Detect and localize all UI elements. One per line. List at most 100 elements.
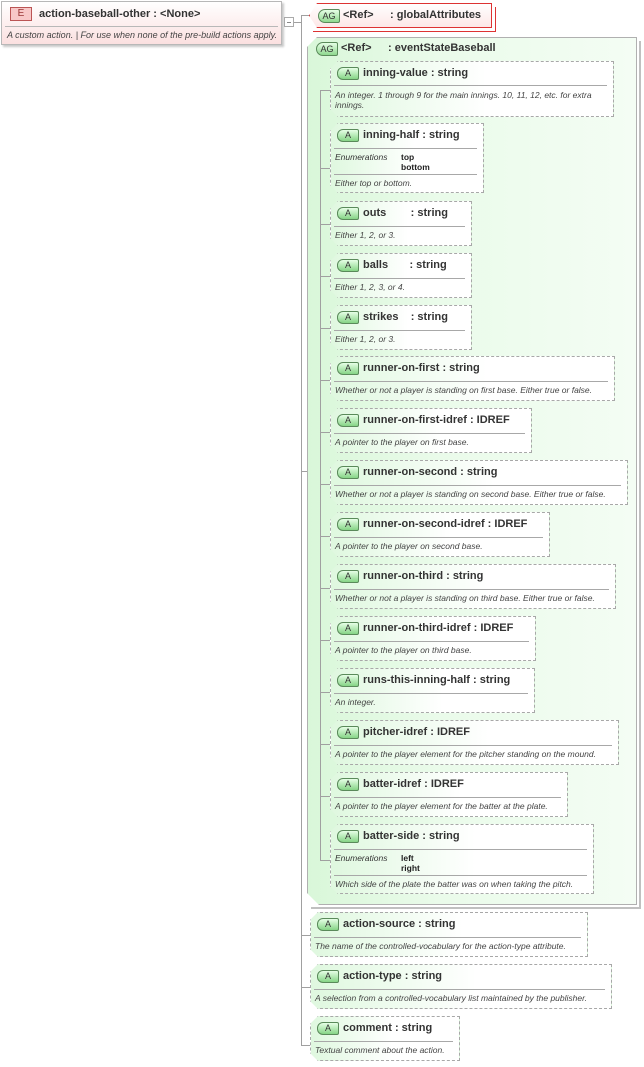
connector-trunk <box>301 15 302 1045</box>
attribute-icon: A <box>317 918 339 931</box>
attribute-runner-on-second[interactable]: A runner-on-second : string Whether or n… <box>330 460 628 505</box>
divider <box>334 330 465 331</box>
attribute-name: inning-half : string <box>363 129 460 141</box>
attribute-icon: A <box>317 970 339 983</box>
shadow <box>313 7 496 32</box>
divider <box>334 745 612 746</box>
attribute-name: batter-side : string <box>363 830 460 842</box>
connector-line <box>320 536 330 537</box>
attribute-description: A pointer to the player on first base. <box>335 437 469 447</box>
connector-line <box>301 987 311 988</box>
connector-line <box>301 935 311 936</box>
attribute-name: runner-on-first : string <box>363 362 480 374</box>
attribute-icon: A <box>337 726 359 739</box>
attribute-description: Textual comment about the action. <box>315 1045 445 1055</box>
element-description: A custom action. | For use when none of … <box>7 30 277 40</box>
attribute-name: comment : string <box>343 1022 433 1034</box>
attribute-group-global-attributes[interactable]: AG <Ref> : globalAttributes <box>309 3 492 28</box>
attribute-name: pitcher-idref : IDREF <box>363 726 470 738</box>
element-title: action-baseball-other : <None> <box>39 8 201 20</box>
divider <box>334 641 529 642</box>
attribute-description: Either 1, 2, or 3. <box>335 334 396 344</box>
ref-label: <Ref> <box>343 9 374 21</box>
connector-line <box>320 484 330 485</box>
divider <box>314 937 581 938</box>
attribute-name: runs-this-inning-half : string <box>363 674 511 686</box>
attribute-name: runner-on-second : string <box>363 466 498 478</box>
enumeration-values: top bottom <box>401 152 430 172</box>
attribute-icon: A <box>337 570 359 583</box>
attribute-description: A pointer to the player on second base. <box>335 541 483 551</box>
element-header: E action-baseball-other : <None> <box>6 6 200 22</box>
divider <box>334 537 543 538</box>
attribute-description: The name of the controlled-vocabulary fo… <box>315 941 566 951</box>
attribute-name: runner-on-second-idref : IDREF <box>363 518 528 530</box>
attribute-description: Whether or not a player is standing on f… <box>335 385 593 395</box>
attribute-description: A pointer to the player element for the … <box>335 749 596 759</box>
element-icon: E <box>10 7 32 21</box>
connector-line <box>320 860 330 861</box>
attribute-icon: A <box>337 362 359 375</box>
connector-line <box>320 90 330 91</box>
divider <box>314 989 605 990</box>
attribute-runner-on-second-idref[interactable]: A runner-on-second-idref : IDREF A point… <box>330 512 550 557</box>
attribute-icon: A <box>337 466 359 479</box>
enum-value: bottom <box>401 162 430 172</box>
attribute-outs[interactable]: A outs : string Either 1, 2, or 3. <box>330 201 472 246</box>
attribute-runner-on-first-idref[interactable]: A runner-on-first-idref : IDREF A pointe… <box>330 408 532 453</box>
attribute-batter-side[interactable]: A batter-side : string Enumerations left… <box>330 824 594 894</box>
attribute-description: A pointer to the player on third base. <box>335 645 472 655</box>
attribute-description: Whether or not a player is standing on t… <box>335 593 595 603</box>
attribute-action-type[interactable]: A action-type : string A selection from … <box>310 964 612 1009</box>
divider <box>334 278 465 279</box>
attribute-runner-on-third-idref[interactable]: A runner-on-third-idref : IDREF A pointe… <box>330 616 536 661</box>
divider <box>334 797 561 798</box>
attribute-group-icon: AG <box>318 9 340 23</box>
attribute-group-icon: AG <box>316 42 338 56</box>
attribute-icon: A <box>337 518 359 531</box>
divider <box>334 693 528 694</box>
enum-value: right <box>401 863 420 873</box>
connector-line <box>294 22 302 23</box>
attribute-icon: A <box>337 830 359 843</box>
attribute-runs-this-inning-half[interactable]: A runs-this-inning-half : string An inte… <box>330 668 535 713</box>
attribute-inning-value[interactable]: A inning-value : string An integer. 1 th… <box>330 61 614 117</box>
attribute-icon: A <box>337 129 359 142</box>
element-box[interactable]: E action-baseball-other : <None> A custo… <box>1 1 282 45</box>
divider <box>334 849 587 850</box>
attribute-icon: A <box>337 414 359 427</box>
collapse-toggle-icon[interactable] <box>284 17 294 27</box>
attribute-name: runner-on-third-idref : IDREF <box>363 622 514 634</box>
attribute-balls[interactable]: A balls : string Either 1, 2, 3, or 4. <box>330 253 472 298</box>
enum-value: top <box>401 152 415 162</box>
attribute-name: balls : string <box>363 259 447 271</box>
attribute-description: Which side of the plate the batter was o… <box>335 879 574 889</box>
attribute-comment[interactable]: A comment : string Textual comment about… <box>310 1016 460 1061</box>
attribute-inning-half[interactable]: A inning-half : string Enumerations top … <box>330 123 484 193</box>
attribute-name: runner-on-first-idref : IDREF <box>363 414 510 426</box>
attribute-runner-on-third[interactable]: A runner-on-third : string Whether or no… <box>330 564 616 609</box>
attribute-description: Whether or not a player is standing on s… <box>335 489 606 499</box>
group-name: : eventStateBaseball <box>388 42 496 54</box>
attribute-icon: A <box>337 67 359 80</box>
shadow <box>311 41 641 909</box>
attribute-runner-on-first[interactable]: A runner-on-first : string Whether or no… <box>330 356 615 401</box>
attribute-name: batter-idref : IDREF <box>363 778 464 790</box>
connector-line <box>320 432 330 433</box>
enumeration-values: left right <box>401 853 420 873</box>
attribute-name: strikes : string <box>363 311 448 323</box>
divider <box>334 485 621 486</box>
attribute-pitcher-idref[interactable]: A pitcher-idref : IDREF A pointer to the… <box>330 720 619 765</box>
connector-line <box>320 744 330 745</box>
attribute-icon: A <box>337 311 359 324</box>
attribute-name: inning-value : string <box>363 67 469 79</box>
group-name: : globalAttributes <box>390 9 482 21</box>
attribute-strikes[interactable]: A strikes : string Either 1, 2, or 3. <box>330 305 472 350</box>
attribute-description: A selection from a controlled-vocabulary… <box>315 993 587 1003</box>
divider <box>334 433 525 434</box>
divider <box>5 26 278 27</box>
group-connector-trunk <box>320 90 321 860</box>
attribute-batter-idref[interactable]: A batter-idref : IDREF A pointer to the … <box>330 772 568 817</box>
divider <box>314 1041 453 1042</box>
attribute-action-source[interactable]: A action-source : string The name of the… <box>310 912 588 957</box>
